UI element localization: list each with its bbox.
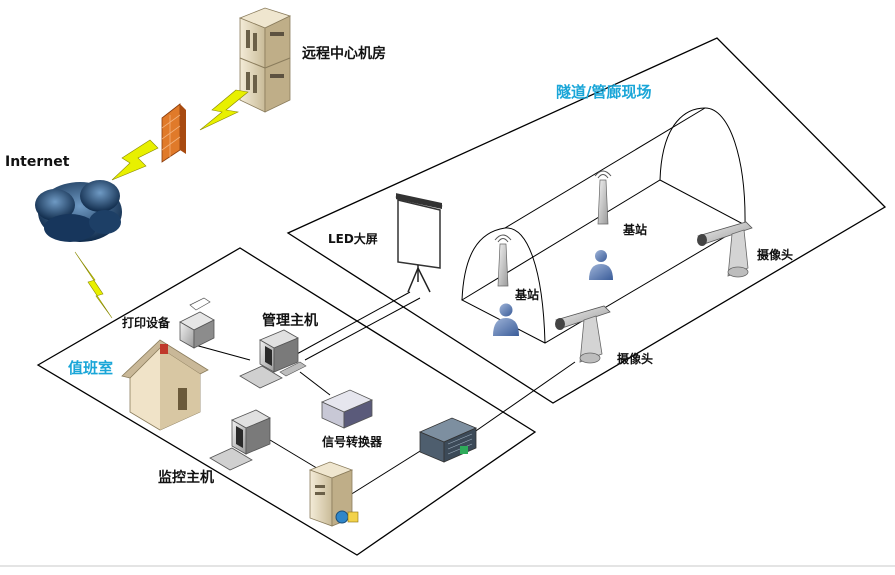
house-icon: [121, 339, 209, 431]
camera-label-1: 摄像头: [757, 247, 793, 262]
camera-label-2: 摄像头: [617, 351, 653, 366]
led-screen-label: LED大屏: [328, 231, 378, 246]
duty-room-label: 值班室: [68, 359, 113, 377]
mgmt-host-label: 管理主机: [262, 312, 318, 329]
person-icon: [589, 250, 613, 280]
printer-label: 打印设备: [122, 315, 171, 330]
internet-label: Internet: [5, 154, 70, 170]
camera-icon: [697, 221, 753, 278]
antenna-icon: [494, 234, 512, 287]
computer-icon: [239, 329, 307, 389]
base-station-label-1: 基站: [514, 287, 539, 302]
camera-icon: [555, 305, 611, 364]
tunnel-site-label: 隧道/管廊现场: [556, 83, 651, 101]
cloud-icon: [35, 180, 122, 242]
person-icon: [493, 303, 519, 336]
printer-icon: [179, 297, 215, 349]
tunnel-site-region: [286, 37, 887, 404]
signal-converter-label: 信号转换器: [322, 434, 383, 449]
lightning-icon: [74, 89, 249, 319]
computer-icon: [209, 409, 271, 471]
connection-lines: [194, 291, 576, 496]
base-station-label-2: 基站: [622, 222, 647, 237]
remote-room-label: 远程中心机房: [302, 45, 386, 62]
server-rack-icon: [238, 7, 292, 113]
firewall-icon: [161, 103, 186, 163]
antenna-icon: [594, 170, 612, 225]
projector-screen-icon: [395, 193, 443, 293]
duty-room-region: [36, 247, 537, 556]
monitor-host-label: 监控主机: [158, 469, 214, 486]
network-switch-icon: [418, 417, 478, 463]
tower-server-icon: [308, 461, 359, 527]
converter-box-icon: [321, 389, 373, 429]
